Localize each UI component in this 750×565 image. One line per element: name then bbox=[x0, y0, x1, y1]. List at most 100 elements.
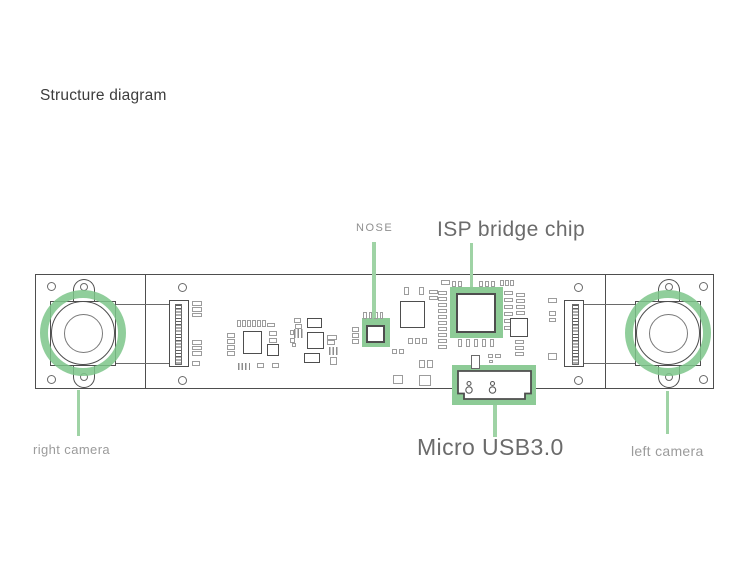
pcb-component bbox=[329, 347, 339, 355]
pcb-component bbox=[491, 281, 495, 287]
pcb-component bbox=[191, 361, 200, 366]
pcb-mount-hole bbox=[177, 282, 187, 292]
pcb-component bbox=[504, 298, 513, 302]
pcb-component bbox=[441, 280, 450, 285]
fpc-pin-strip bbox=[174, 304, 182, 365]
nose-chip bbox=[366, 325, 385, 343]
isp-leader-line bbox=[469, 243, 473, 287]
camera-highlight-ring bbox=[40, 290, 126, 376]
pcb-mount-hole bbox=[574, 282, 583, 292]
pcb-component bbox=[352, 333, 359, 338]
pcb-component bbox=[438, 303, 447, 307]
pcb-component bbox=[247, 320, 251, 327]
board-divider-left bbox=[145, 274, 147, 389]
pcb-component bbox=[294, 318, 301, 323]
pcb-component bbox=[294, 329, 304, 338]
right-camera-module bbox=[40, 278, 126, 389]
pcb-mount-hole bbox=[698, 281, 708, 291]
pcb-component bbox=[458, 281, 462, 287]
pcb-component bbox=[548, 298, 557, 303]
pcb-component bbox=[548, 353, 557, 360]
pcb-component bbox=[400, 301, 425, 328]
label-nose: NOSE bbox=[356, 222, 394, 234]
pcb-component bbox=[237, 320, 241, 327]
pcb-component bbox=[257, 320, 261, 327]
pcb-component bbox=[393, 375, 403, 384]
pcb-component bbox=[191, 351, 202, 356]
camera-highlight-ring bbox=[625, 290, 711, 376]
pcb-component bbox=[419, 360, 425, 368]
pcb-component bbox=[292, 343, 296, 347]
pcb-mount-hole bbox=[46, 374, 56, 384]
pcb-component bbox=[422, 338, 427, 344]
micro-usb-connector bbox=[457, 370, 532, 400]
pcb-component bbox=[267, 323, 275, 327]
pcb-component bbox=[267, 344, 279, 356]
pcb-component bbox=[438, 297, 447, 301]
pcb-component bbox=[516, 311, 525, 315]
pcb-component bbox=[479, 281, 483, 287]
pcb-component bbox=[191, 345, 202, 350]
pcb-component bbox=[510, 318, 528, 337]
pcb-component bbox=[327, 340, 335, 345]
pcb-component bbox=[427, 360, 433, 368]
pcb-component bbox=[438, 345, 447, 349]
pcb-component bbox=[295, 324, 302, 329]
pcb-component bbox=[404, 287, 409, 295]
fpc-connector-right bbox=[564, 300, 584, 367]
pcb-component bbox=[438, 327, 447, 331]
pcb-mount-hole bbox=[177, 375, 187, 385]
fpc-connector-left bbox=[169, 300, 189, 367]
pcb-component bbox=[438, 291, 447, 295]
pcb-component bbox=[399, 349, 404, 354]
pcb-component bbox=[269, 331, 277, 336]
board-divider-right bbox=[605, 274, 607, 389]
pcb-component bbox=[307, 332, 324, 349]
pcb-component bbox=[327, 335, 337, 340]
nose-leader-line bbox=[372, 242, 376, 318]
pcb-component bbox=[227, 345, 235, 350]
pcb-component bbox=[516, 299, 525, 303]
pcb-component bbox=[242, 320, 246, 327]
pcb-component bbox=[304, 353, 320, 363]
pcb-component bbox=[257, 363, 264, 368]
pcb-component bbox=[515, 346, 524, 350]
pcb-component bbox=[429, 290, 438, 294]
usb-leader-line bbox=[493, 405, 497, 437]
left-camera-leader-line bbox=[665, 391, 669, 434]
label-right-camera: right camera bbox=[33, 442, 111, 457]
pcb-component bbox=[438, 321, 447, 325]
pcb-component bbox=[227, 351, 235, 356]
pcb-component bbox=[243, 331, 262, 354]
pcb-component bbox=[330, 357, 337, 365]
pcb-component bbox=[352, 339, 359, 344]
pcb-component bbox=[438, 315, 447, 319]
flex-arm-line bbox=[584, 304, 635, 306]
pcb-component bbox=[471, 355, 480, 369]
pcb-component bbox=[290, 330, 294, 335]
pcb-component bbox=[419, 287, 424, 295]
pcb-component bbox=[368, 312, 372, 319]
pcb-component bbox=[429, 296, 438, 300]
left-camera-module bbox=[625, 278, 711, 389]
pcb-component bbox=[227, 339, 235, 344]
pcb-component bbox=[227, 333, 235, 338]
pcb-mount-hole bbox=[698, 374, 708, 384]
pcb-component bbox=[272, 363, 279, 368]
pcb-component bbox=[488, 354, 493, 358]
pcb-component bbox=[485, 281, 489, 287]
right-camera-leader-line bbox=[76, 390, 80, 436]
pcb-component bbox=[504, 312, 513, 316]
pcb-component bbox=[392, 349, 397, 354]
pcb-component bbox=[500, 280, 504, 286]
flex-arm-line bbox=[116, 304, 169, 306]
pcb-component bbox=[252, 320, 256, 327]
pcb-component bbox=[510, 280, 514, 286]
pcb-component bbox=[307, 318, 322, 328]
pcb-component bbox=[495, 354, 501, 358]
fpc-pin-strip bbox=[571, 304, 579, 365]
pcb-component bbox=[438, 333, 447, 337]
pcb-component bbox=[504, 291, 513, 295]
pcb-component bbox=[290, 338, 295, 343]
pcb-component bbox=[458, 339, 462, 347]
